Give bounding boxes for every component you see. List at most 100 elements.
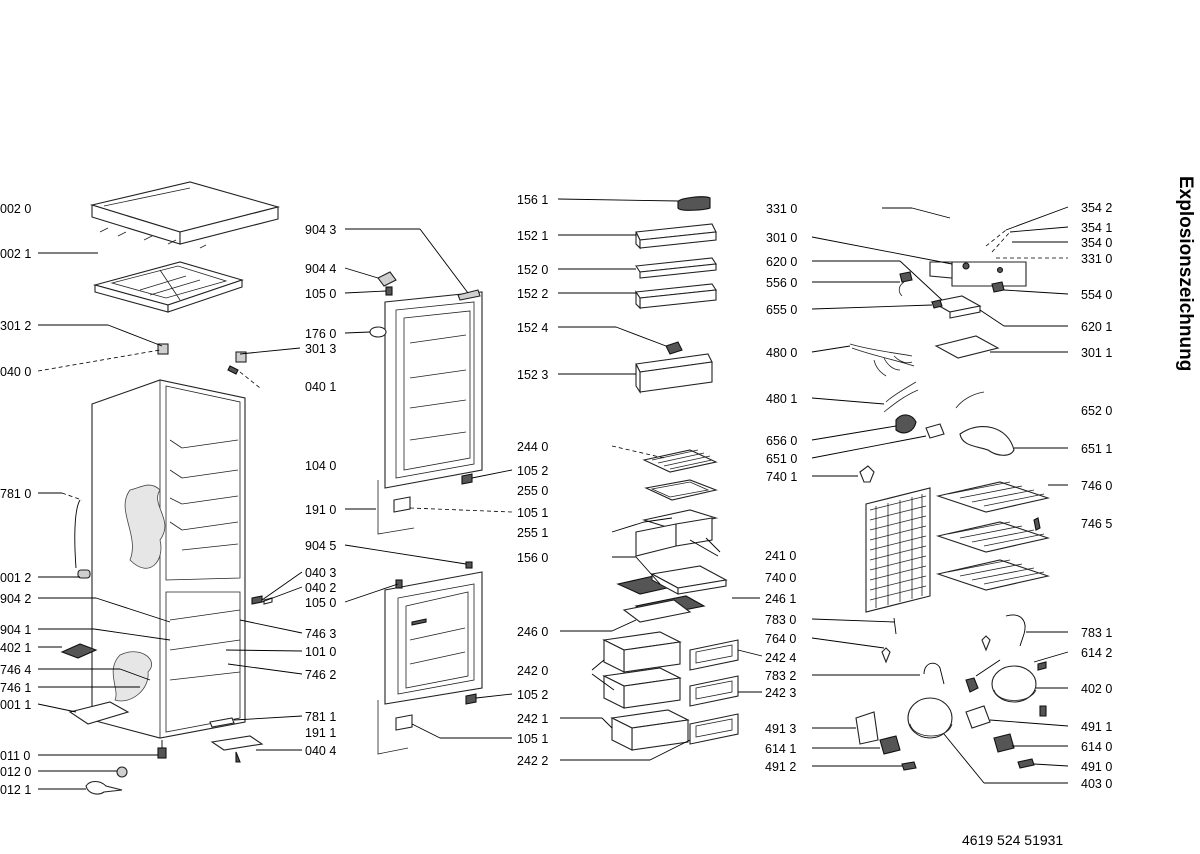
part-255-0 xyxy=(644,479,718,501)
label-301-0: 301 0 xyxy=(766,231,797,245)
label-040-3: 040 3 xyxy=(305,566,336,580)
label-152-2: 152 2 xyxy=(517,287,548,301)
part-011-0-foot xyxy=(157,740,167,759)
label-740-0: 740 0 xyxy=(765,571,796,585)
part-255-1-crisper xyxy=(635,509,719,557)
label-246-1: 246 1 xyxy=(765,592,796,606)
label-554-0: 554 0 xyxy=(1081,288,1112,302)
label-040-0: 040 0 xyxy=(0,365,31,379)
interior-parts-group xyxy=(602,196,739,751)
label-746-4: 746 4 xyxy=(0,663,31,677)
label-480-0: 480 0 xyxy=(766,346,797,360)
part-614-1 xyxy=(879,735,901,755)
label-746-3: 746 3 xyxy=(305,627,336,641)
label-301-1: 301 1 xyxy=(1081,346,1112,360)
part-781-0-pipe xyxy=(74,499,81,569)
part-491-0 xyxy=(1017,758,1035,769)
label-402-1: 402 1 xyxy=(0,641,31,655)
part-top-cover xyxy=(89,181,281,245)
part-upper-frame xyxy=(92,261,244,313)
label-152-0: 152 0 xyxy=(517,263,548,277)
part-614-0 xyxy=(993,733,1015,753)
label-904-5: 904 5 xyxy=(305,539,336,553)
label-491-3: 491 3 xyxy=(765,722,796,736)
label-105-0-a: 105 0 xyxy=(305,287,336,301)
part-screws xyxy=(99,227,207,249)
label-480-1: 480 1 xyxy=(766,392,797,406)
label-152-4: 152 4 xyxy=(517,321,548,335)
part-614-2 xyxy=(965,677,979,693)
part-655-0 xyxy=(931,299,943,309)
label-105-2-b: 105 2 xyxy=(517,688,548,702)
cooling-group xyxy=(849,261,1051,771)
part-781-1 xyxy=(209,717,235,728)
label-904-1: 904 1 xyxy=(0,623,31,637)
label-101-0: 101 0 xyxy=(305,645,336,659)
part-301-2 xyxy=(157,343,169,355)
label-105-0-b: 105 0 xyxy=(305,596,336,610)
part-191-1-gasket xyxy=(377,700,409,755)
label-012-1: 012 1 xyxy=(0,783,31,797)
part-105-1-upper xyxy=(393,496,411,513)
part-fridge-door xyxy=(384,291,483,489)
part-301-3 xyxy=(235,351,247,363)
label-011-0: 011 0 xyxy=(0,749,30,763)
label-191-1: 191 1 xyxy=(305,726,336,740)
part-012-0 xyxy=(116,766,128,778)
label-001-1: 001 1 xyxy=(0,698,31,712)
label-104-0: 104 0 xyxy=(305,459,336,473)
part-783-0 xyxy=(893,617,897,635)
label-746-1: 746 1 xyxy=(0,681,31,695)
label-152-1: 152 1 xyxy=(517,229,548,243)
label-651-1: 651 1 xyxy=(1081,442,1112,456)
label-246-0: 246 0 xyxy=(517,625,548,639)
label-746-2: 746 2 xyxy=(305,668,336,682)
label-242-0: 242 0 xyxy=(517,664,548,678)
part-651-1 xyxy=(959,426,1015,456)
label-614-1: 614 1 xyxy=(765,742,796,756)
doors-group xyxy=(369,271,483,755)
label-152-3: 152 3 xyxy=(517,368,548,382)
part-301-1 xyxy=(934,335,1000,359)
part-403-0-compressor xyxy=(907,697,953,739)
label-764-0: 764 0 xyxy=(765,632,796,646)
part-491-2 xyxy=(901,761,917,771)
label-403-0: 403 0 xyxy=(1081,777,1112,791)
label-656-0: 656 0 xyxy=(766,434,797,448)
label-614-0: 614 0 xyxy=(1081,740,1112,754)
label-491-0: 491 0 xyxy=(1081,760,1112,774)
label-012-0: 012 0 xyxy=(0,765,31,779)
label-556-0: 556 0 xyxy=(766,276,797,290)
label-620-0: 620 0 xyxy=(766,255,797,269)
label-740-1: 740 1 xyxy=(766,470,797,484)
label-783-0: 783 0 xyxy=(765,613,796,627)
part-904-5 xyxy=(465,561,473,569)
label-242-3: 242 3 xyxy=(765,686,796,700)
label-904-4: 904 4 xyxy=(305,262,336,276)
label-242-1: 242 1 xyxy=(517,712,548,726)
label-176-0: 176 0 xyxy=(305,327,336,341)
diagram-title: Explosionszeichnung xyxy=(1175,176,1196,371)
label-783-2: 783 2 xyxy=(765,669,796,683)
part-554-0 xyxy=(991,281,1005,293)
part-040-4-hinge xyxy=(210,735,264,751)
part-402-0-compressor xyxy=(991,661,1047,717)
label-331-0-b: 331 0 xyxy=(1081,252,1112,266)
part-242-2 xyxy=(689,713,739,745)
part-652-0 xyxy=(955,391,985,409)
part-740-0 xyxy=(650,565,728,595)
label-655-0: 655 0 xyxy=(766,303,797,317)
label-354-0: 354 0 xyxy=(1081,236,1112,250)
part-242-4 xyxy=(689,639,739,671)
part-105-2-upper xyxy=(461,473,473,485)
part-651-0 xyxy=(925,423,945,439)
label-105-2-a: 105 2 xyxy=(517,464,548,478)
part-480-1 xyxy=(883,381,919,413)
part-152-4 xyxy=(665,341,683,355)
part-104-0-gasket xyxy=(377,480,415,535)
part-evaporator-coil xyxy=(865,487,931,613)
label-904-2: 904 2 xyxy=(0,592,31,606)
label-255-1: 255 1 xyxy=(517,526,548,540)
label-001-2: 001 2 xyxy=(0,571,31,585)
